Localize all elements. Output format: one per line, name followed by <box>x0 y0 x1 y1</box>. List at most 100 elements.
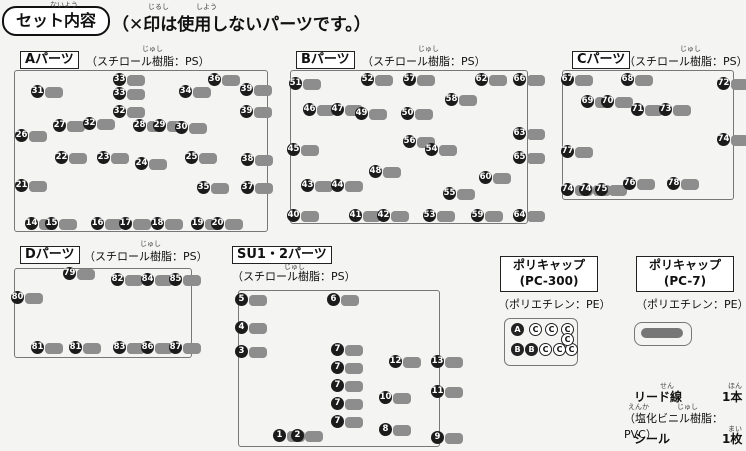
part-shape <box>439 145 457 156</box>
part-number-badge: 56 <box>403 135 416 148</box>
part-number-badge: 52 <box>361 73 374 86</box>
part-number-badge: 29 <box>153 119 166 132</box>
part-number-badge: 58 <box>445 93 458 106</box>
part-shape <box>254 85 272 96</box>
part-number-badge: 45 <box>287 143 300 156</box>
part-number-badge: 60 <box>479 171 492 184</box>
part-shape <box>317 105 335 116</box>
part-shape <box>369 109 387 120</box>
part-shape <box>527 129 545 140</box>
part-shape <box>635 75 653 86</box>
polycap-letter-badge: A <box>511 323 524 336</box>
polycap-letter-badge: C <box>553 343 566 356</box>
polycap-letter-badge: B <box>525 343 538 356</box>
part-number-badge: 81 <box>69 341 82 354</box>
part-shape <box>254 107 272 118</box>
part-number-badge: 30 <box>175 121 188 134</box>
part-shape <box>315 181 333 192</box>
part-number-badge: 4 <box>235 321 248 334</box>
part-shape <box>645 105 663 116</box>
part-number-badge: 5 <box>235 293 248 306</box>
part-number-badge: 6 <box>327 293 340 306</box>
part-number-badge: 84 <box>141 273 154 286</box>
part-shape <box>59 219 77 230</box>
part-number-badge: 42 <box>377 209 390 222</box>
part-shape <box>183 343 201 354</box>
part-number-badge: 20 <box>211 217 224 230</box>
polycap-pc7-part <box>641 328 683 338</box>
part-shape <box>193 87 211 98</box>
part-number-badge: 67 <box>561 73 574 86</box>
part-shape <box>391 211 409 222</box>
part-shape <box>301 145 319 156</box>
part-shape <box>127 343 145 354</box>
part-number-badge: 78 <box>667 177 680 190</box>
part-number-badge: 31 <box>31 85 44 98</box>
part-shape <box>375 75 393 86</box>
part-shape <box>437 211 455 222</box>
part-number-badge: 76 <box>623 177 636 190</box>
part-number-badge: 24 <box>135 157 148 170</box>
part-shape <box>609 185 627 196</box>
lead-wire-material: （塩化ビニル樹脂：PVC） <box>624 412 723 441</box>
part-number-badge: 7 <box>331 379 344 392</box>
part-shape <box>155 343 173 354</box>
part-shape <box>575 75 593 86</box>
part-number-badge: 72 <box>717 77 730 90</box>
part-number-badge: 63 <box>513 127 526 140</box>
polycap-pc7-material: （ポリエチレン：PE） <box>636 298 746 311</box>
part-number-badge: 35 <box>197 181 210 194</box>
part-number-badge: 39 <box>240 105 253 118</box>
part-number-badge: 46 <box>303 103 316 116</box>
part-shape <box>25 293 43 304</box>
part-number-badge: 75 <box>595 183 608 196</box>
part-shape <box>527 75 545 86</box>
note-ruby-1: じるし <box>148 3 169 11</box>
part-number-badge: 59 <box>471 209 484 222</box>
part-number-badge: 28 <box>133 119 146 132</box>
section-a-ruby: じゅし <box>142 45 163 53</box>
part-shape <box>393 393 411 404</box>
part-number-badge: 21 <box>15 179 28 192</box>
part-number-badge: 81 <box>31 341 44 354</box>
part-number-badge: 3 <box>235 345 248 358</box>
part-shape <box>527 211 545 222</box>
part-number-badge: 62 <box>475 73 488 86</box>
part-number-badge: 41 <box>349 209 362 222</box>
part-number-badge: 34 <box>179 85 192 98</box>
part-number-badge: 7 <box>331 397 344 410</box>
part-number-badge: 74 <box>717 133 730 146</box>
part-number-badge: 87 <box>169 341 182 354</box>
lead-material-ruby: えんか じゅし <box>628 403 698 411</box>
part-shape <box>69 153 87 164</box>
polycap-letter-badge: C <box>565 343 578 356</box>
part-number-badge: 37 <box>241 181 254 194</box>
section-b-ruby: じゅし <box>418 45 439 53</box>
section-b-material: （スチロール樹脂：PS） <box>362 55 486 68</box>
part-number-badge: 19 <box>191 217 204 230</box>
part-shape <box>345 417 363 428</box>
part-number-badge: 11 <box>431 385 444 398</box>
part-number-badge: 83 <box>113 341 126 354</box>
part-shape <box>29 131 47 142</box>
part-number-badge: 55 <box>443 187 456 200</box>
part-shape <box>345 105 363 116</box>
part-shape <box>673 105 691 116</box>
part-number-badge: 51 <box>289 77 302 90</box>
part-shape <box>445 387 463 398</box>
part-number-badge: 86 <box>141 341 154 354</box>
polycap-letter-badge: C <box>529 323 542 336</box>
part-number-badge: 48 <box>369 165 382 178</box>
part-shape <box>249 323 267 334</box>
part-number-badge: 74 <box>561 183 574 196</box>
part-shape <box>417 75 435 86</box>
part-number-badge: 17 <box>119 217 132 230</box>
section-b-label: Bパーツ <box>296 51 355 69</box>
part-shape <box>731 135 746 146</box>
part-number-badge: 38 <box>241 153 254 166</box>
part-number-badge: 26 <box>15 129 28 142</box>
